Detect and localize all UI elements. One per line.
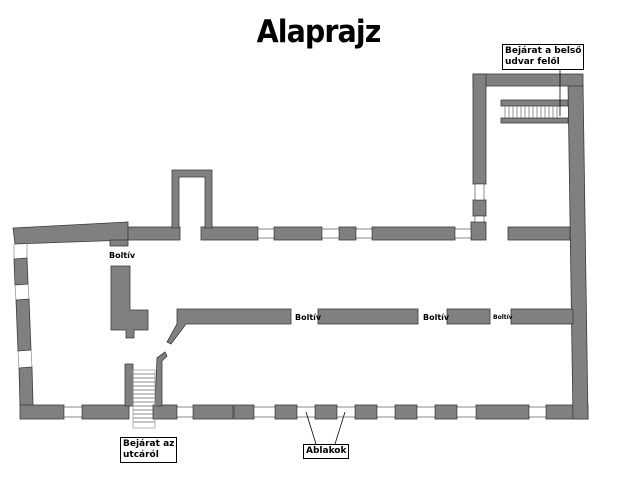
street-entrance-label: Bejárat az utcáról (120, 437, 178, 463)
corridor-wall-c (446, 308, 491, 325)
courtyard-entrance-label: Bejárat a belső udvar felől (502, 44, 585, 70)
wall-top-e (371, 226, 456, 241)
courtyard-stairs (504, 106, 558, 118)
annex-left-a (472, 73, 487, 185)
window (456, 406, 477, 418)
window (321, 228, 340, 239)
window (63, 406, 83, 418)
wall-bottom-b (81, 404, 130, 420)
arch-label: Boltív (295, 313, 322, 322)
stair-wall-right (154, 351, 168, 407)
window (176, 406, 194, 418)
wall-bottom-d (192, 404, 234, 420)
window (474, 215, 485, 223)
arch-label: Boltív (493, 314, 513, 321)
window (474, 183, 485, 201)
window (253, 406, 276, 418)
wall-top-c (273, 226, 323, 241)
wall-bottom-f (274, 404, 298, 420)
wall-left-3 (18, 366, 34, 407)
wall-bottom-e (233, 404, 255, 420)
wall-bottom-h (354, 404, 378, 420)
window (355, 228, 373, 239)
wall-right (567, 83, 589, 420)
window (454, 228, 472, 239)
annex-left-c (470, 221, 487, 241)
wall-left-1 (13, 257, 29, 286)
arch-label: Boltív (423, 313, 450, 322)
pier-top (109, 239, 129, 247)
wall-top-d (338, 226, 357, 241)
wall-bottom-a (19, 404, 65, 420)
wall-top-f (507, 226, 571, 241)
window (528, 406, 547, 418)
stair-bottom-wall (500, 117, 569, 124)
annex-top (472, 73, 584, 87)
corridor-wall-b (317, 308, 419, 325)
window (416, 406, 436, 418)
stair-top-wall (500, 99, 569, 107)
pier-l (110, 265, 149, 339)
leader-window-2 (334, 411, 346, 445)
corridor-wall-a (166, 308, 292, 345)
wall-bottom-k (475, 404, 530, 420)
wall-top-a (127, 226, 181, 241)
annex-left-b (472, 199, 487, 217)
wall-bottom-i (394, 404, 418, 420)
corridor-wall-d (510, 308, 574, 325)
plan-title: Alaprajz (256, 14, 382, 50)
wall-bottom-g (314, 404, 338, 420)
arch-label: Boltív (109, 251, 136, 260)
street-stairs (132, 369, 156, 429)
window (376, 406, 396, 418)
stair-wall-left (124, 363, 134, 407)
windows-label: Ablakok (303, 444, 350, 459)
window (336, 406, 356, 418)
wall-top-b (200, 226, 259, 241)
wall-bottom-j (434, 404, 458, 420)
wall-bottom-c (152, 404, 178, 420)
wall-left-2 (15, 298, 32, 352)
leader-window-1 (305, 411, 317, 445)
window (257, 228, 275, 239)
north-niche (171, 169, 213, 229)
